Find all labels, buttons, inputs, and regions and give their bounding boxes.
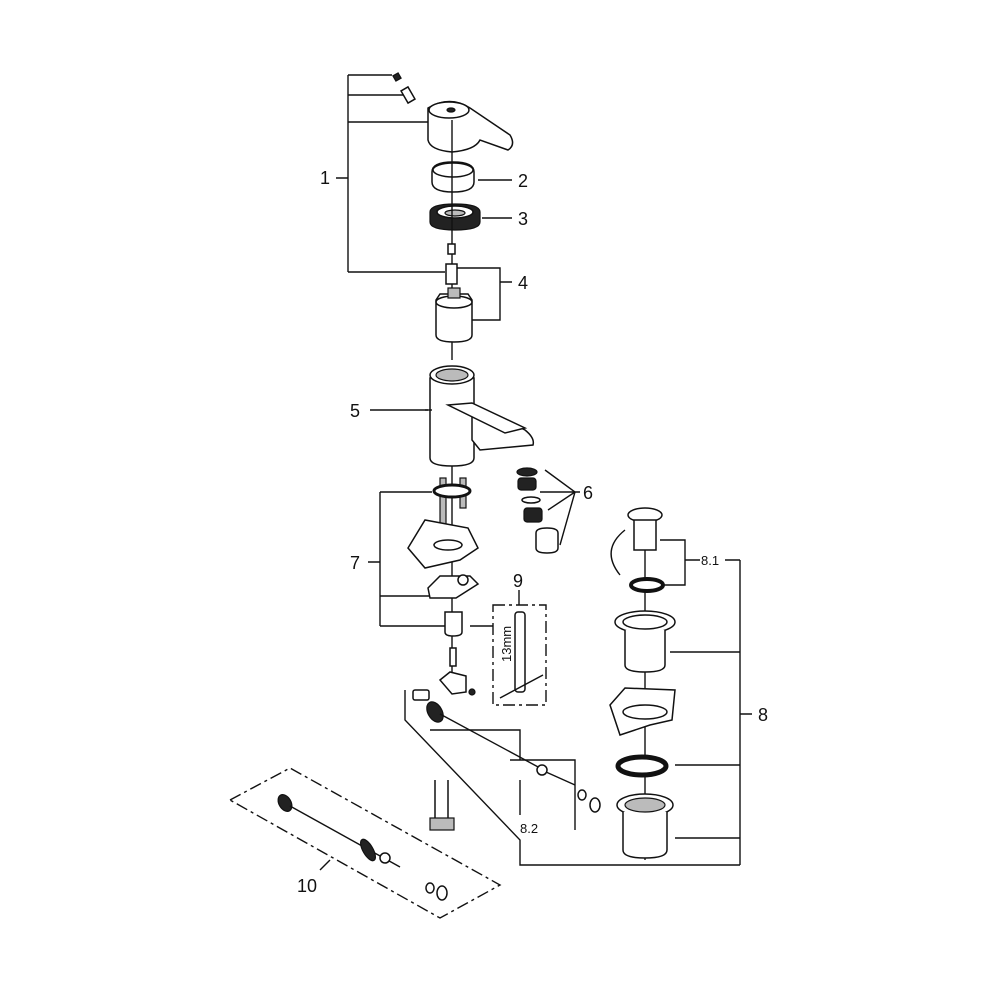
leader-lines bbox=[319, 74, 752, 871]
label-7: 7 bbox=[350, 553, 360, 573]
part-nut bbox=[429, 203, 481, 231]
label-8-2: 8.2 bbox=[520, 821, 538, 836]
part-handle bbox=[392, 72, 514, 153]
part-tool-13mm: 13mm bbox=[492, 604, 547, 706]
tool-size-label: 13mm bbox=[499, 626, 514, 662]
part-cap bbox=[431, 161, 475, 193]
label-10: 10 bbox=[297, 876, 317, 896]
label-6: 6 bbox=[583, 483, 593, 503]
part-aerator bbox=[516, 467, 559, 554]
label-8-1: 8.1 bbox=[701, 553, 719, 568]
part-mounting-set bbox=[407, 466, 480, 701]
part-hoses bbox=[429, 780, 455, 831]
label-9: 9 bbox=[513, 571, 523, 591]
label-3: 3 bbox=[518, 209, 528, 229]
part-popup-rod bbox=[426, 701, 601, 813]
part-cartridge bbox=[435, 120, 473, 360]
label-1: 1 bbox=[320, 168, 330, 188]
label-4: 4 bbox=[518, 273, 528, 293]
part-waste-set bbox=[609, 507, 676, 860]
part-alt-rod-set bbox=[228, 767, 502, 919]
label-2: 2 bbox=[518, 171, 528, 191]
label-8: 8 bbox=[758, 705, 768, 725]
part-faucet-body bbox=[425, 365, 535, 467]
label-5: 5 bbox=[350, 401, 360, 421]
